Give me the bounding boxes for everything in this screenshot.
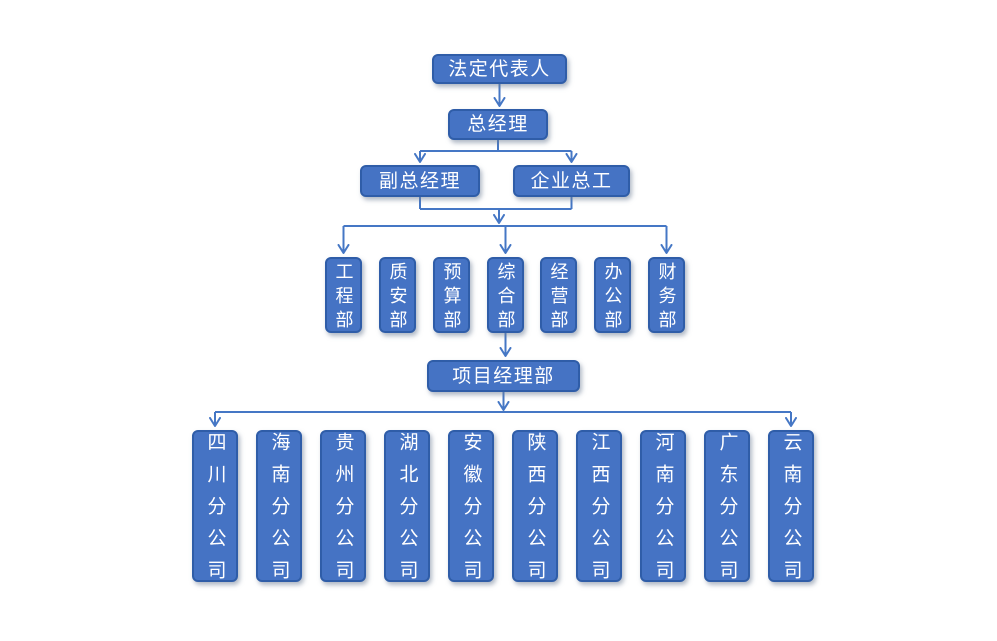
node-dept-finance[interactable]: 财务部 [648,257,685,334]
node-branch-hubei[interactable]: 湖北分公司 [384,430,430,592]
node-branch-sichuan[interactable]: 四川分公司 [192,430,238,592]
node-branch-henan[interactable]: 河南分公司 [640,430,686,592]
node-branch-jiangxi[interactable]: 江西分公司 [576,430,622,592]
node-label: 河南分公司 [652,431,674,592]
node-label: 总经理 [467,114,529,135]
node-deputy-general-manager[interactable]: 副总经理 [360,165,480,197]
node-branch-shaanxi[interactable]: 陕西分公司 [512,430,558,592]
node-label: 四川分公司 [204,431,226,592]
node-branch-yunnan[interactable]: 云南分公司 [768,430,814,592]
node-label: 安徽分公司 [460,431,482,592]
node-label: 云南分公司 [780,431,802,592]
node-label: 办公部 [602,261,623,334]
node-label: 综合部 [495,261,516,334]
connector-merge-bracket [419,197,573,210]
node-branch-anhui[interactable]: 安徽分公司 [448,430,494,592]
node-general-manager[interactable]: 总经理 [448,109,548,140]
node-label: 项目经理部 [452,365,555,387]
node-label: 法定代表人 [448,58,551,80]
node-label: 湖北分公司 [396,431,418,592]
node-label: 预算部 [441,261,462,334]
node-branch-guizhou[interactable]: 贵州分公司 [320,430,366,592]
node-label: 财务部 [656,261,677,334]
node-dept-general-affairs[interactable]: 综合部 [487,257,524,334]
node-project-management-dept[interactable]: 项目经理部 [427,360,580,392]
node-label: 贵州分公司 [332,431,354,592]
node-dept-operations[interactable]: 经营部 [540,257,577,334]
node-dept-office[interactable]: 办公部 [594,257,631,334]
node-label: 广东分公司 [716,431,738,592]
node-label: 江西分公司 [588,431,610,592]
node-legal-representative[interactable]: 法定代表人 [432,54,567,84]
node-label: 质安部 [387,261,408,334]
node-branch-hainan[interactable]: 海南分公司 [256,430,302,592]
node-label: 副总经理 [378,170,461,192]
node-label: 企业总工 [530,170,613,192]
node-label: 陕西分公司 [524,431,546,592]
node-dept-budget[interactable]: 预算部 [433,257,470,334]
node-dept-engineering[interactable]: 工程部 [325,257,362,334]
node-chief-engineer[interactable]: 企业总工 [513,165,630,197]
connector-gm-split [420,140,572,152]
node-label: 海南分公司 [268,431,290,592]
node-branch-guangdong[interactable]: 广东分公司 [704,430,750,592]
node-dept-quality-safety[interactable]: 质安部 [379,257,416,334]
node-label: 工程部 [333,261,354,334]
node-label: 经营部 [548,261,569,334]
